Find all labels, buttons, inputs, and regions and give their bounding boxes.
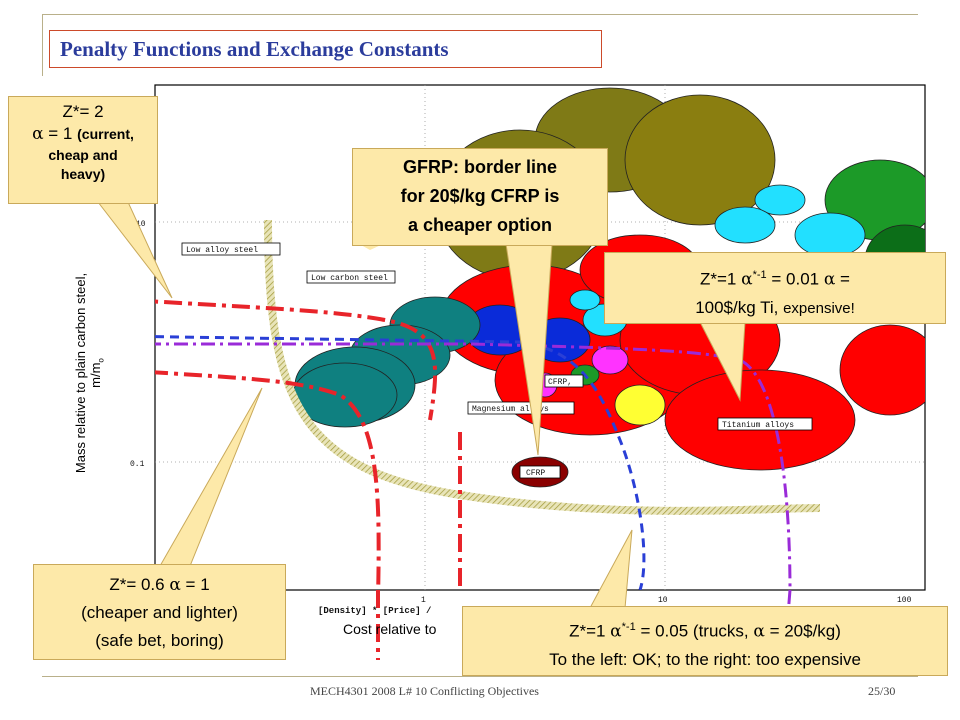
callout-titanium: Z*=1 α*-1 = 0.01 α = 100$/kg Ti, expensi… — [604, 252, 946, 324]
tick-x-100: 100 — [897, 596, 912, 605]
callout-z2-line2-small: (current, — [77, 126, 134, 142]
label-low-alloy: Low alloy steel — [186, 246, 258, 255]
tick-x-10: 10 — [658, 596, 668, 605]
callout-ti-p1: Z*=1 — [700, 269, 742, 289]
x-axis-partial-label: [Density] * [Price] / — [318, 606, 431, 616]
alpha-symbol: α — [823, 269, 836, 290]
callout-ti-line2a: 100$/kg Ti, — [695, 297, 784, 317]
callout-ti-line2b: expensive! — [783, 299, 855, 317]
alpha-symbol: α — [32, 124, 44, 144]
x-axis-label: Cost relative to — [343, 621, 437, 637]
tick-y-01: 0.1 — [130, 460, 145, 469]
callout-z2: Z*= 2 α = 1 (current, cheap and heavy) — [8, 96, 158, 204]
alpha-symbol: α — [741, 269, 753, 290]
callout-ti-p2: = 0.01 — [766, 269, 824, 289]
callout-ti-p3: = — [835, 269, 850, 289]
callout-trucks-p1: Z*=1 — [569, 621, 611, 641]
callout-gfrp-line1: GFRP: border line — [402, 157, 557, 177]
footer-right: 25/30 — [868, 684, 896, 698]
label-low-carbon: Low carbon steel — [311, 274, 388, 283]
callout-trucks-p3: = 20$/kg) — [764, 621, 841, 641]
callout-trucks-p2: = 0.05 (trucks, — [635, 621, 754, 641]
callout-z06-p1: Z*= 0.6 — [109, 575, 170, 594]
footer-left: MECH4301 2008 L# 10 Conflicting Objectiv… — [310, 684, 539, 698]
callout-ti-sup: *-1 — [752, 269, 767, 281]
callout-gfrp-line2: for 20$/kg CFRP is — [400, 186, 560, 206]
callout-trucks-sup: *-1 — [621, 621, 636, 633]
callout-gfrp: GFRP: border line for 20$/kg CFRP is a c… — [352, 148, 608, 246]
callout-trucks-line2: To the left: OK; to the right: too expen… — [549, 649, 861, 669]
callout-gfrp-line3: a cheaper option — [407, 215, 553, 235]
callout-z06-line3: (safe bet, boring) — [95, 631, 224, 650]
callout-z2-line4: heavy) — [60, 166, 106, 182]
callout-z06-line2: (cheaper and lighter) — [81, 603, 238, 622]
alpha-symbol: α — [610, 621, 622, 642]
label-cfrp: CFRP — [526, 469, 545, 478]
callout-z2-line1: Z*= 2 — [62, 102, 104, 121]
callout-z06-p2: = 1 — [180, 575, 210, 594]
callout-trucks: Z*=1 α*-1 = 0.05 (trucks, α = 20$/kg) To… — [462, 606, 948, 676]
label-cfrp-small: CFRP, — [548, 378, 572, 387]
tick-x-1: 1 — [421, 596, 426, 605]
slide-title: Penalty Functions and Exchange Constants — [49, 30, 602, 68]
callout-z2-line2: = 1 — [43, 124, 78, 143]
slide-bottom-rule — [42, 676, 918, 677]
label-titanium: Titanium alloys — [722, 421, 794, 430]
alpha-symbol: α — [169, 575, 181, 595]
slide-left-rule — [42, 14, 43, 76]
alpha-symbol: α — [753, 621, 765, 642]
callout-z06: Z*= 0.6 α = 1 (cheaper and lighter) (saf… — [33, 564, 286, 660]
callout-z2-line3: cheap and — [48, 147, 118, 163]
tick-y-10: 10 — [136, 220, 146, 229]
label-magnesium: Magnesium alloys — [472, 405, 549, 414]
slide-top-rule — [42, 14, 918, 15]
